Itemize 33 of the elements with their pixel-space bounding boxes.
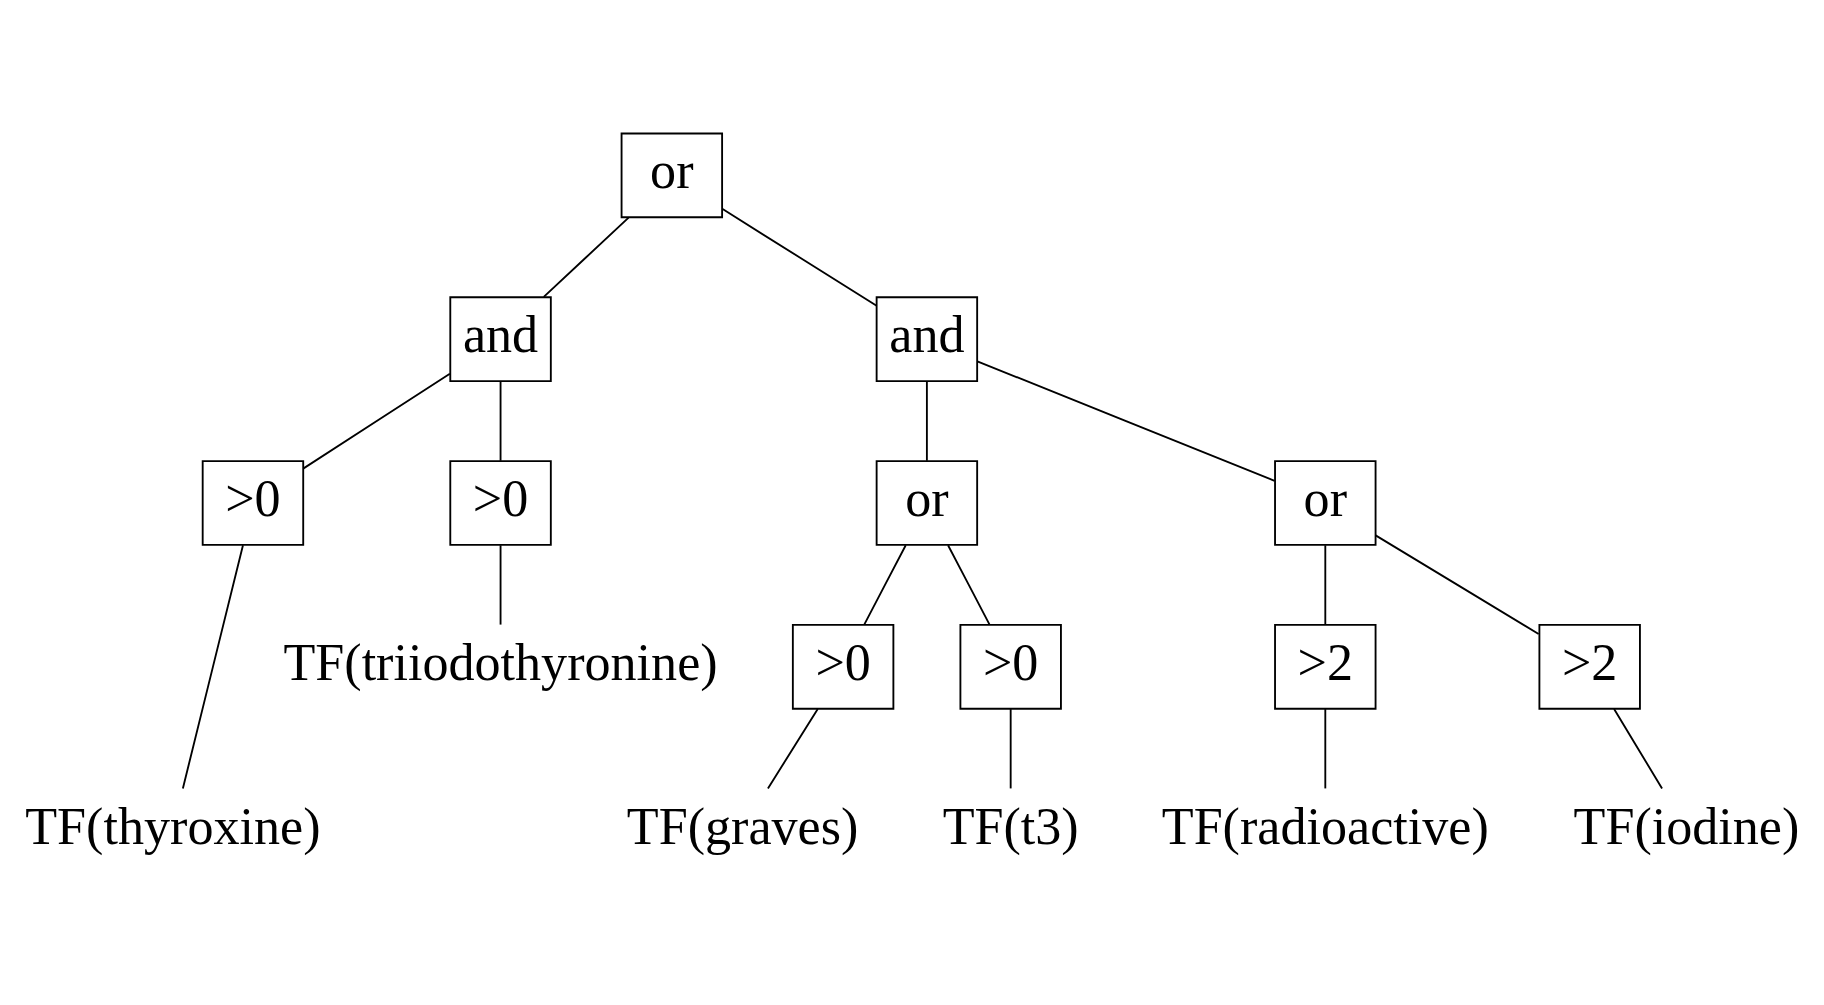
- connector: [767, 707, 819, 789]
- connector: [1009, 707, 1012, 789]
- node-text: TF(iodine): [1573, 797, 1800, 855]
- node-box: >0: [959, 623, 1062, 710]
- connector: [721, 207, 878, 307]
- connector: [302, 372, 451, 469]
- connector: [499, 380, 502, 462]
- connector: [542, 216, 630, 298]
- connector: [1324, 707, 1327, 789]
- node-box: or: [620, 132, 724, 218]
- node-box: >0: [201, 459, 305, 546]
- node-box: >2: [1274, 623, 1377, 710]
- connector: [976, 359, 1276, 482]
- node-text: TF(graves): [626, 797, 859, 855]
- node-text: TF(triiodothyronine): [283, 633, 718, 691]
- node-box: or: [1274, 459, 1377, 546]
- node-box: >0: [449, 459, 552, 546]
- connector: [1374, 533, 1540, 635]
- connector: [1324, 543, 1327, 625]
- connector: [181, 543, 244, 789]
- node-text: TF(thyroxine): [25, 797, 321, 855]
- node-box: >0: [791, 623, 895, 710]
- node-box: or: [875, 459, 979, 546]
- node-text: TF(t3): [942, 797, 1079, 855]
- node-box: and: [875, 295, 979, 382]
- node-text: TF(radioactive): [1161, 797, 1489, 855]
- connector: [499, 543, 502, 625]
- connector: [863, 543, 907, 625]
- connector: [925, 380, 928, 462]
- connector: [1613, 707, 1663, 789]
- connector: [947, 543, 991, 625]
- node-box: >2: [1538, 623, 1641, 710]
- node-box: and: [449, 295, 552, 382]
